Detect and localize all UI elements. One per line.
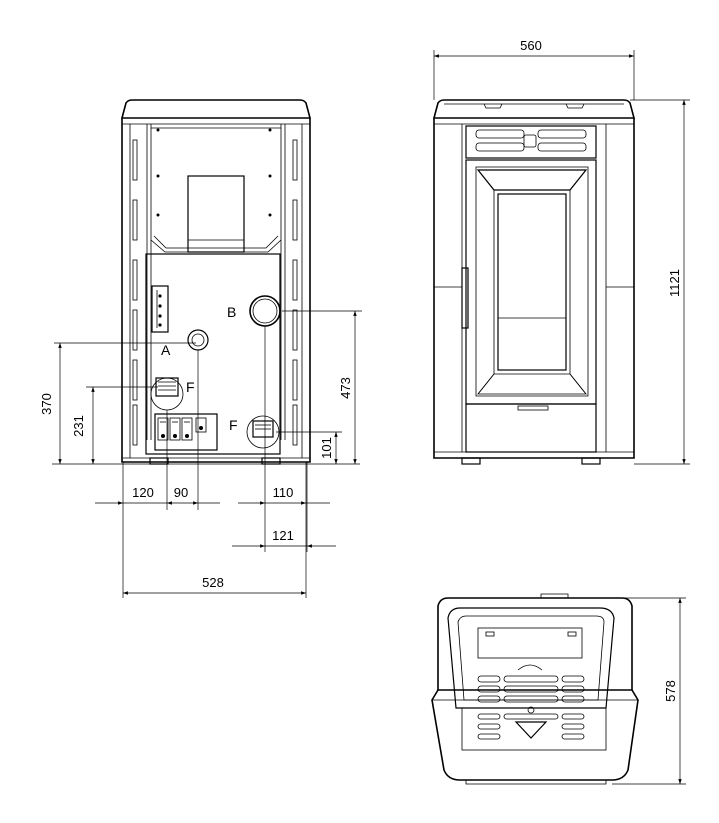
label-a: A: [161, 342, 171, 358]
ash-drawer: [465, 403, 597, 453]
dim-90: 90: [174, 485, 188, 500]
dim-560: 560: [520, 38, 542, 53]
air-intake-a: [187, 329, 209, 351]
dim-578: 578: [663, 680, 678, 702]
front-view: 560 1121: [432, 38, 690, 465]
label-f-right: F: [229, 417, 238, 433]
rear-view: B A F F 370 231 473 101 120 90: [39, 99, 362, 598]
dim-231: 231: [71, 415, 86, 437]
dim-473: 473: [338, 377, 353, 399]
dim-370: 370: [39, 393, 54, 415]
dim-110: 110: [273, 485, 294, 500]
door-glass: [497, 193, 567, 371]
flue-outlet-b: [249, 295, 281, 327]
door-frame: [465, 159, 597, 405]
dim-528: 528: [202, 575, 224, 590]
lower-vent-grille: [477, 706, 585, 740]
top-vent-grille: [477, 675, 585, 703]
dim-121: 121: [272, 528, 294, 543]
dim-120: 120: [132, 485, 154, 500]
left-side-slots: [132, 139, 138, 446]
top-grille: [465, 125, 597, 159]
frame-screws: [156, 128, 272, 217]
top-plate: [447, 607, 615, 709]
top-view: 578: [431, 593, 686, 785]
dim-101: 101: [319, 437, 334, 459]
terminal-strip: [151, 285, 169, 333]
label-f-left: F: [186, 379, 195, 395]
label-b: B: [227, 304, 236, 320]
door-handle: [461, 267, 469, 329]
dim-1121: 1121: [667, 269, 682, 297]
right-side-slots: [292, 139, 298, 446]
rear-panel: [145, 253, 281, 455]
electrical-box: [154, 413, 218, 451]
hopper-box: [187, 175, 245, 253]
